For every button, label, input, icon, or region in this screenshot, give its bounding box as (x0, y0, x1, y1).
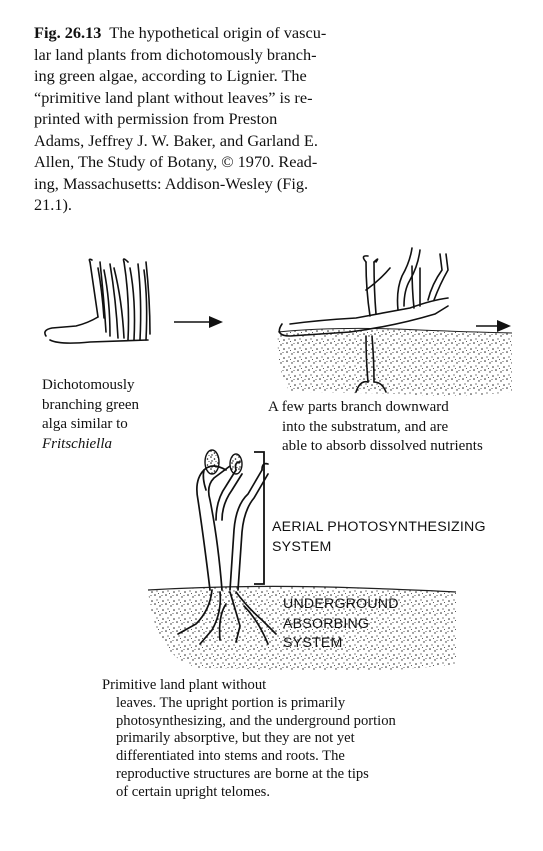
soil (147, 585, 457, 672)
caption-line: ing green algae, according to Lignier. T… (34, 66, 307, 85)
alga-label-line: Dichotomously (42, 377, 135, 393)
alga-label-line: alga similar to (42, 416, 128, 432)
branching-label-line: into the substratum, and are (282, 418, 449, 435)
underground-system-label: UNDERGROUND ABSORBING SYSTEM (283, 596, 399, 651)
caption-line: printed with permission from Preston (34, 109, 278, 128)
branching-label: A few parts branch downward into the sub… (268, 398, 483, 457)
substratum (277, 327, 513, 396)
caption-line: 21.1). (34, 195, 72, 214)
caption-line: The hypothetical origin of vascu- (109, 23, 327, 42)
branching-label-line: A few parts branch downward (268, 399, 449, 415)
alga-drawing (44, 258, 151, 344)
primitive-plant-drawing (177, 461, 277, 645)
sporangium-icon (204, 449, 220, 475)
branching-thallus-drawing (278, 247, 449, 393)
caption-line: Allen, The Study of Botany, © 1970. Read… (34, 152, 318, 171)
aerial-bracket (254, 451, 265, 585)
caption-line: “primitive land plant without leaves” is… (34, 87, 313, 107)
figure-caption: Fig. 26.13 The hypothetical origin of va… (34, 22, 394, 216)
caption-line: Adams, Jeffrey J. W. Baker, and Garland … (34, 130, 318, 150)
alga-genus: Fritschiella (42, 435, 112, 452)
aerial-system-label: AERIAL PHOTOSYNTHESIZING SYSTEM (272, 519, 486, 555)
sporangium-icon (229, 453, 243, 475)
arrow-right-icon (476, 320, 511, 332)
alga-label: Dichotomously branching green alga simil… (42, 376, 139, 454)
caption-line: lar land plants from dichotomously branc… (34, 44, 317, 64)
plant-description: Primitive land plant without leaves. The… (102, 677, 396, 800)
alga-label-line: branching green (42, 396, 140, 413)
figure-number: Fig. 26.13 (34, 23, 102, 42)
arrow-right-icon (174, 316, 223, 328)
caption-line: ing, Massachusetts: Addison-Wesley (Fig. (34, 173, 309, 193)
branching-label-line: able to absorb dissolved nutrients (282, 438, 483, 454)
